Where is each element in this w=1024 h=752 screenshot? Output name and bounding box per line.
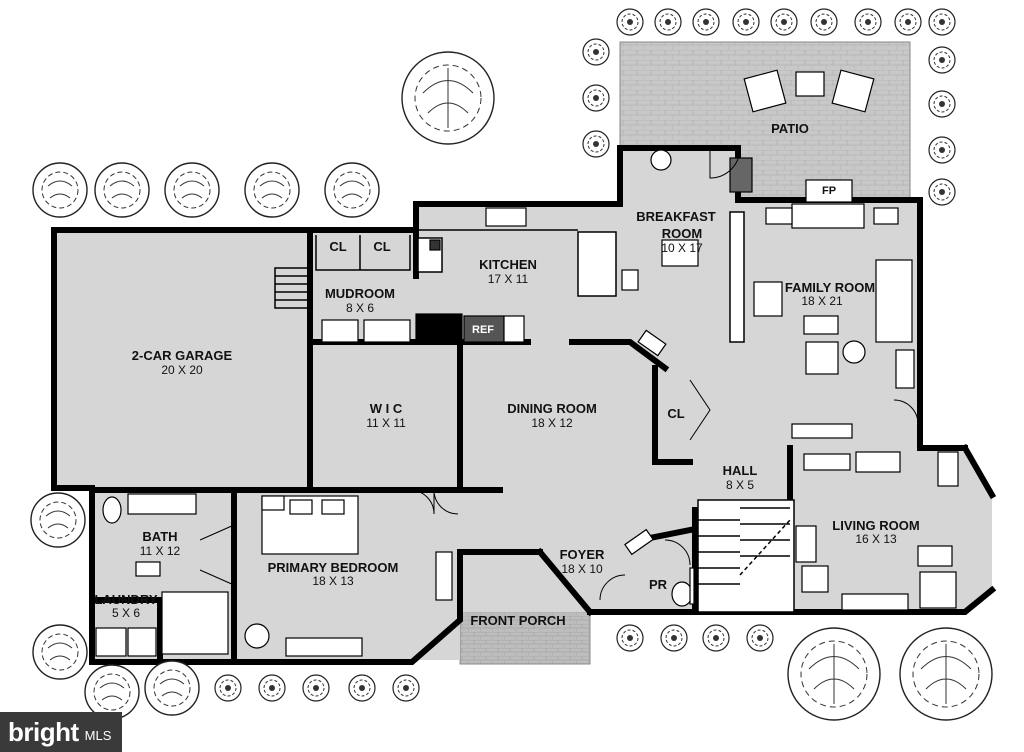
fixtures bbox=[95, 69, 959, 657]
primary-name: PRIMARY BEDROOM bbox=[268, 560, 399, 575]
mudroom-dim: 8 X 6 bbox=[346, 301, 374, 315]
family-name: FAMILY ROOM bbox=[785, 280, 875, 295]
garage-dim: 20 X 20 bbox=[161, 363, 203, 377]
patio-name: PATIO bbox=[771, 121, 809, 136]
bath-dim: 11 X 12 bbox=[140, 544, 181, 558]
foyer-dim: 18 X 10 bbox=[561, 562, 603, 576]
watermark: bright MLS bbox=[0, 712, 122, 752]
foyer-name: FOYER bbox=[560, 547, 605, 562]
cl1-name: CL bbox=[329, 239, 346, 254]
mudroom-name: MUDROOM bbox=[325, 286, 395, 301]
dining-dim: 18 X 12 bbox=[531, 416, 573, 430]
cl3-name: CL bbox=[667, 406, 684, 421]
interior-details bbox=[274, 211, 795, 613]
room-labels: 2-CAR GARAGE 20 X 20 CL CL MUDROOM 8 X 6… bbox=[94, 121, 919, 628]
doors bbox=[199, 147, 919, 601]
living-dim: 16 X 13 bbox=[855, 532, 897, 546]
family-dim: 18 X 21 bbox=[801, 294, 843, 308]
wic-dim: 11 X 11 bbox=[366, 416, 406, 430]
fp-name: FP bbox=[822, 185, 836, 197]
watermark-brand: bright bbox=[8, 716, 79, 747]
bath-name: BATH bbox=[142, 529, 177, 544]
wic-name: W I C bbox=[370, 401, 403, 416]
primary-dim: 18 X 13 bbox=[312, 574, 354, 588]
kitchen-name: KITCHEN bbox=[479, 257, 537, 272]
dining-name: DINING ROOM bbox=[507, 401, 597, 416]
hall-name: HALL bbox=[723, 463, 758, 478]
ref-name: REF bbox=[472, 324, 494, 336]
pr-name: PR bbox=[649, 577, 668, 592]
laundry-name: LAUNDRY bbox=[94, 592, 157, 607]
garage-name: 2-CAR GARAGE bbox=[132, 348, 233, 363]
living-name: LIVING ROOM bbox=[832, 518, 919, 533]
breakfast-name1: BREAKFAST bbox=[636, 209, 716, 224]
watermark-suffix: MLS bbox=[84, 727, 112, 743]
porch-name: FRONT PORCH bbox=[470, 613, 565, 628]
hall-dim: 8 X 5 bbox=[726, 478, 754, 492]
kitchen-dim: 17 X 11 bbox=[488, 272, 529, 286]
laundry-dim: 5 X 6 bbox=[112, 606, 140, 620]
cl2-name: CL bbox=[373, 239, 390, 254]
breakfast-name2: ROOM bbox=[662, 226, 702, 241]
breakfast-dim: 10 X 17 bbox=[661, 241, 703, 255]
